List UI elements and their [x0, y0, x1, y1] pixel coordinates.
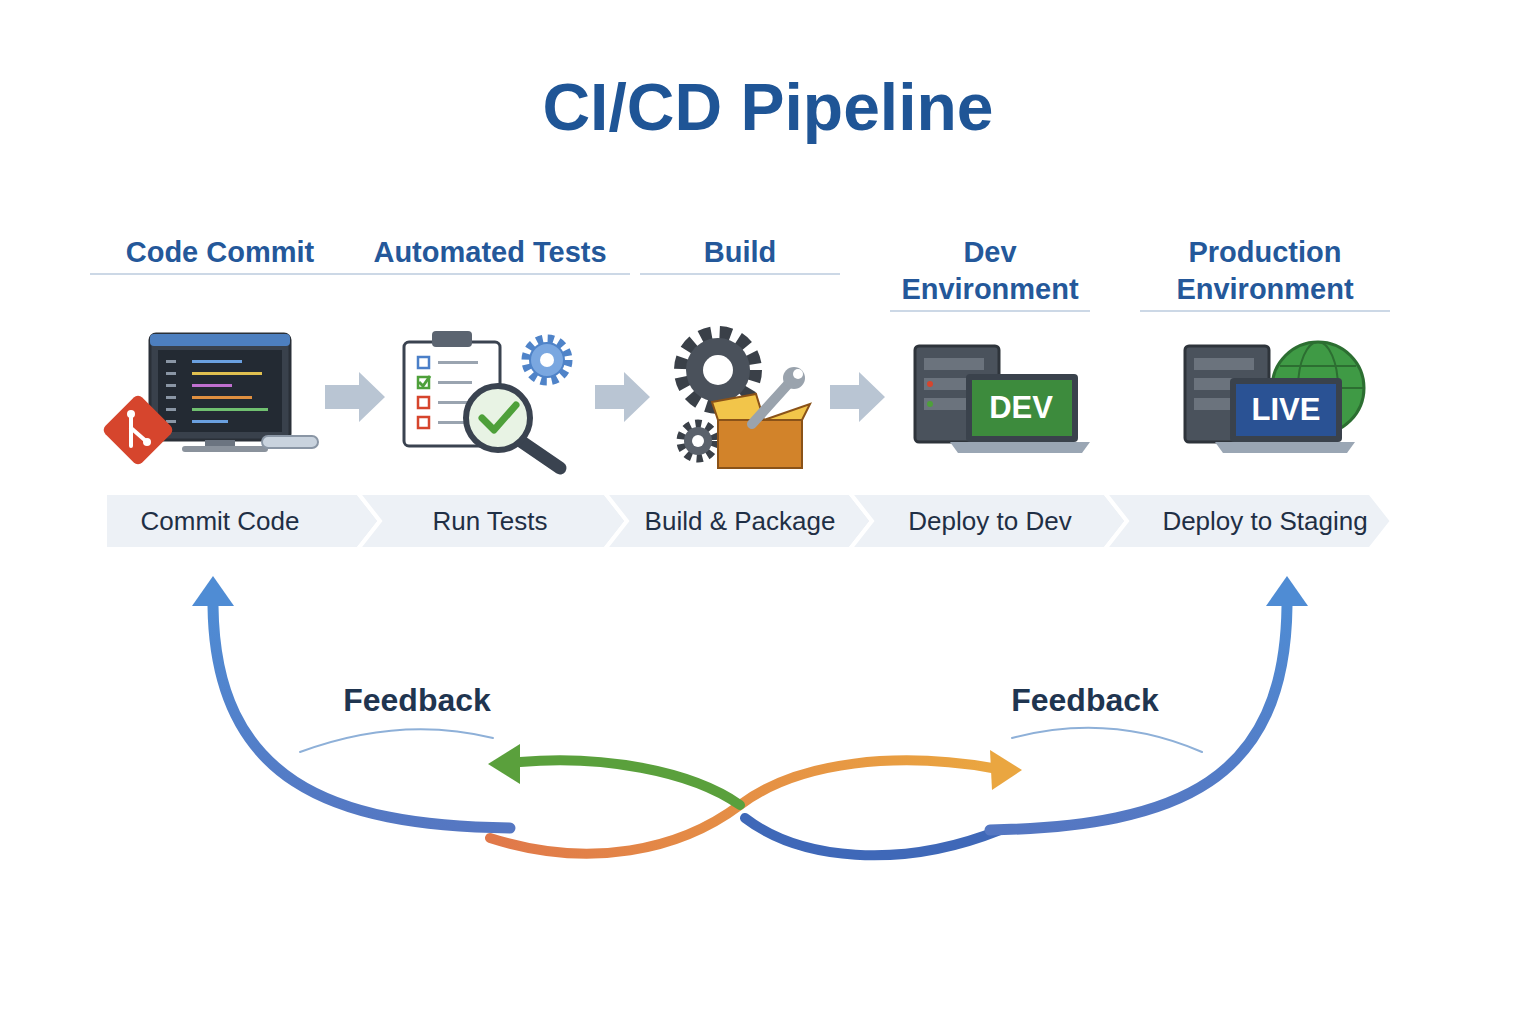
arrow-head: [1266, 576, 1308, 606]
screen-text: LIVE: [1252, 392, 1321, 428]
step-label: Build & Package: [620, 493, 860, 549]
step-label: Deploy to Staging: [1125, 493, 1405, 549]
build-icon: [681, 334, 810, 468]
stage-heading: Production Environment: [1140, 234, 1390, 312]
step-label: Run Tests: [355, 493, 625, 549]
arrow-head: [192, 576, 234, 606]
stage-step: Automated TestsRun Tests: [385, 232, 595, 552]
stage-step: BuildBuild & Package: [650, 232, 830, 552]
arrow-head: [488, 744, 520, 784]
flow-arrow: [595, 372, 650, 422]
stage-heading: Code Commit: [90, 234, 350, 275]
live-server-icon: [1185, 342, 1364, 453]
computer-icon: [101, 334, 318, 467]
screen-text: DEV: [989, 390, 1053, 426]
stage-heading: Dev Environment: [890, 234, 1090, 312]
arrow-head: [990, 750, 1022, 790]
feedback-label: Feedback: [1011, 682, 1159, 719]
feedback-label: Feedback: [343, 682, 491, 719]
checklist-icon: [404, 331, 568, 468]
stage-heading: Automated Tests: [350, 234, 630, 275]
stage-step: Code CommitCommit Code: [115, 232, 325, 552]
step-label: Commit Code: [85, 493, 355, 549]
step-label: Deploy to Dev: [855, 493, 1125, 549]
feedback-loop: [213, 606, 1287, 855]
stage-heading: Build: [640, 234, 840, 275]
title: CI/CD Pipeline: [0, 62, 1536, 152]
flow-arrow: [830, 372, 885, 422]
flow-arrow: [325, 372, 385, 422]
dev-server-icon: [915, 346, 1090, 453]
